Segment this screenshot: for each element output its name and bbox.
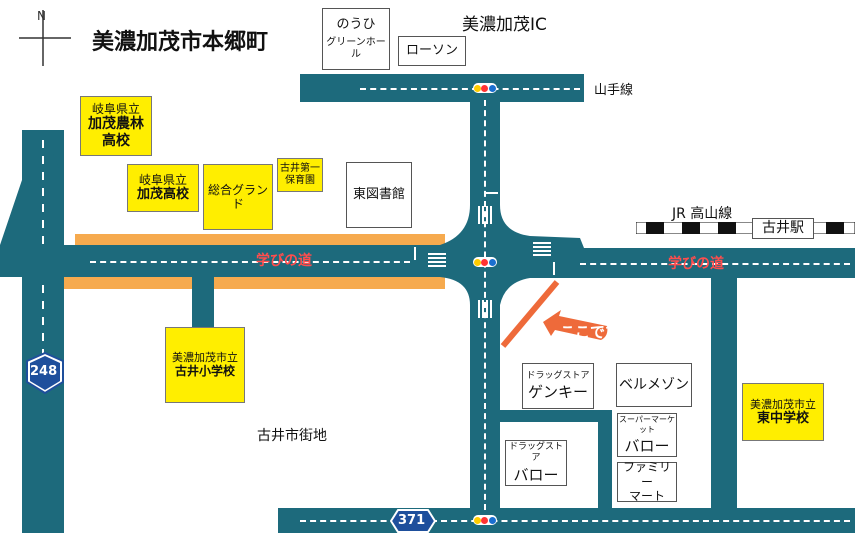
valor-drug-name: バロー xyxy=(513,465,559,484)
place-kamo-hs: 岐阜県立 加茂高校 xyxy=(127,164,199,212)
route-371-number: 371 xyxy=(398,513,426,528)
nouhi-sub: グリーンホール xyxy=(326,36,386,60)
place-east-library: 東図書館 xyxy=(346,162,412,228)
place-nouhi-green-hall: のうひ グリーンホール xyxy=(322,8,390,70)
traffic-signal-icon xyxy=(473,83,497,93)
place-valor-supermarket: スーパーマーケット バロー xyxy=(617,413,677,457)
place-lawson: ローソン xyxy=(398,36,466,66)
manabi-label-east: 学びの道 xyxy=(668,256,724,272)
north-arrow-icon: N xyxy=(19,9,71,66)
stop-line-1 xyxy=(486,192,498,194)
place-bellmaison: ベルメゾン xyxy=(616,363,692,407)
ic-label: 美濃加茂IC xyxy=(462,15,547,35)
crosswalk-west xyxy=(428,253,446,267)
svg-text:N: N xyxy=(37,9,46,23)
road-inner-1 xyxy=(500,410,600,422)
furui-es-line-2: 古井小学校 xyxy=(174,364,235,379)
stop-line-2 xyxy=(414,247,416,260)
place-furui-nursery: 古井第一 保育園 xyxy=(277,158,323,192)
stop-line-3 xyxy=(553,262,555,275)
place-kamo-norin-hs: 岐阜県立 加茂農林 高校 xyxy=(80,96,152,156)
valor-drug-sub: ドラッグストア xyxy=(508,442,563,463)
route-248-number: 248 xyxy=(30,364,58,379)
higashi-line-2: 東中学校 xyxy=(756,410,809,426)
road-inner-2 xyxy=(598,410,612,508)
nursery-line-2: 保育園 xyxy=(285,175,315,186)
kamo-line-2: 加茂高校 xyxy=(136,187,189,203)
crosswalk-east xyxy=(533,242,551,256)
location-arrow-icon xyxy=(500,280,608,348)
higashi-line-1: 美濃加茂市立 xyxy=(750,397,816,411)
valor-super-name: バロー xyxy=(624,436,670,455)
nursery-line-1: 古井第一 xyxy=(280,163,320,174)
norin-line-3: 高校 xyxy=(102,133,130,150)
band-top xyxy=(75,234,445,245)
traffic-signal-icon xyxy=(473,257,497,267)
valor-super-sub: スーパーマーケット xyxy=(619,415,675,434)
jr-line-label: JR 高山線 xyxy=(672,206,733,222)
place-valor-drugstore: ドラッグストア バロー xyxy=(505,440,567,486)
place-genky: ドラッグストア ゲンキー xyxy=(522,363,594,409)
route-248-shield-icon xyxy=(26,352,64,394)
yamate-label: 山手線 xyxy=(594,83,634,98)
norin-line-2: 加茂農林 xyxy=(88,116,144,133)
road-south-branch xyxy=(192,277,214,327)
nouhi-name: のうひ xyxy=(336,17,376,33)
map-title: 美濃加茂市本郷町 xyxy=(92,30,269,55)
centerline-manabi-west xyxy=(90,261,410,263)
manabi-label-west: 学びの道 xyxy=(256,253,312,269)
kamo-line-1: 岐阜県立 xyxy=(138,173,187,187)
place-higashi-jhs: 美濃加茂市立 東中学校 xyxy=(742,383,824,441)
genky-name: ゲンキー xyxy=(527,383,588,402)
route-371-shield-icon xyxy=(390,509,436,533)
family-line-1: ファミリー xyxy=(622,460,671,489)
road-east-branch xyxy=(711,278,737,510)
place-family-mart: ファミリー マート xyxy=(617,460,677,504)
traffic-signal-icon xyxy=(473,515,497,525)
railway-jr-line xyxy=(636,222,855,234)
place-furui-elementary: 美濃加茂市立 古井小学校 xyxy=(165,327,245,403)
centerline-manabi-east xyxy=(580,263,850,265)
area-label: 古井市街地 xyxy=(257,428,327,444)
genky-sub: ドラッグストア xyxy=(526,370,590,381)
here-label: ここです xyxy=(560,323,621,341)
crosswalk-south xyxy=(478,300,492,318)
band-bottom xyxy=(62,277,445,289)
centerline-yamate xyxy=(360,88,580,90)
place-sogo-ground: 総合グランド xyxy=(203,164,273,230)
furui-es-line-1: 美濃加茂市立 xyxy=(172,351,238,365)
centerline-371 xyxy=(300,520,850,522)
station-label: 古井駅 xyxy=(752,218,814,239)
crosswalk-north xyxy=(478,206,492,224)
norin-line-1: 岐阜県立 xyxy=(91,102,140,116)
family-line-2: マート xyxy=(628,489,665,504)
